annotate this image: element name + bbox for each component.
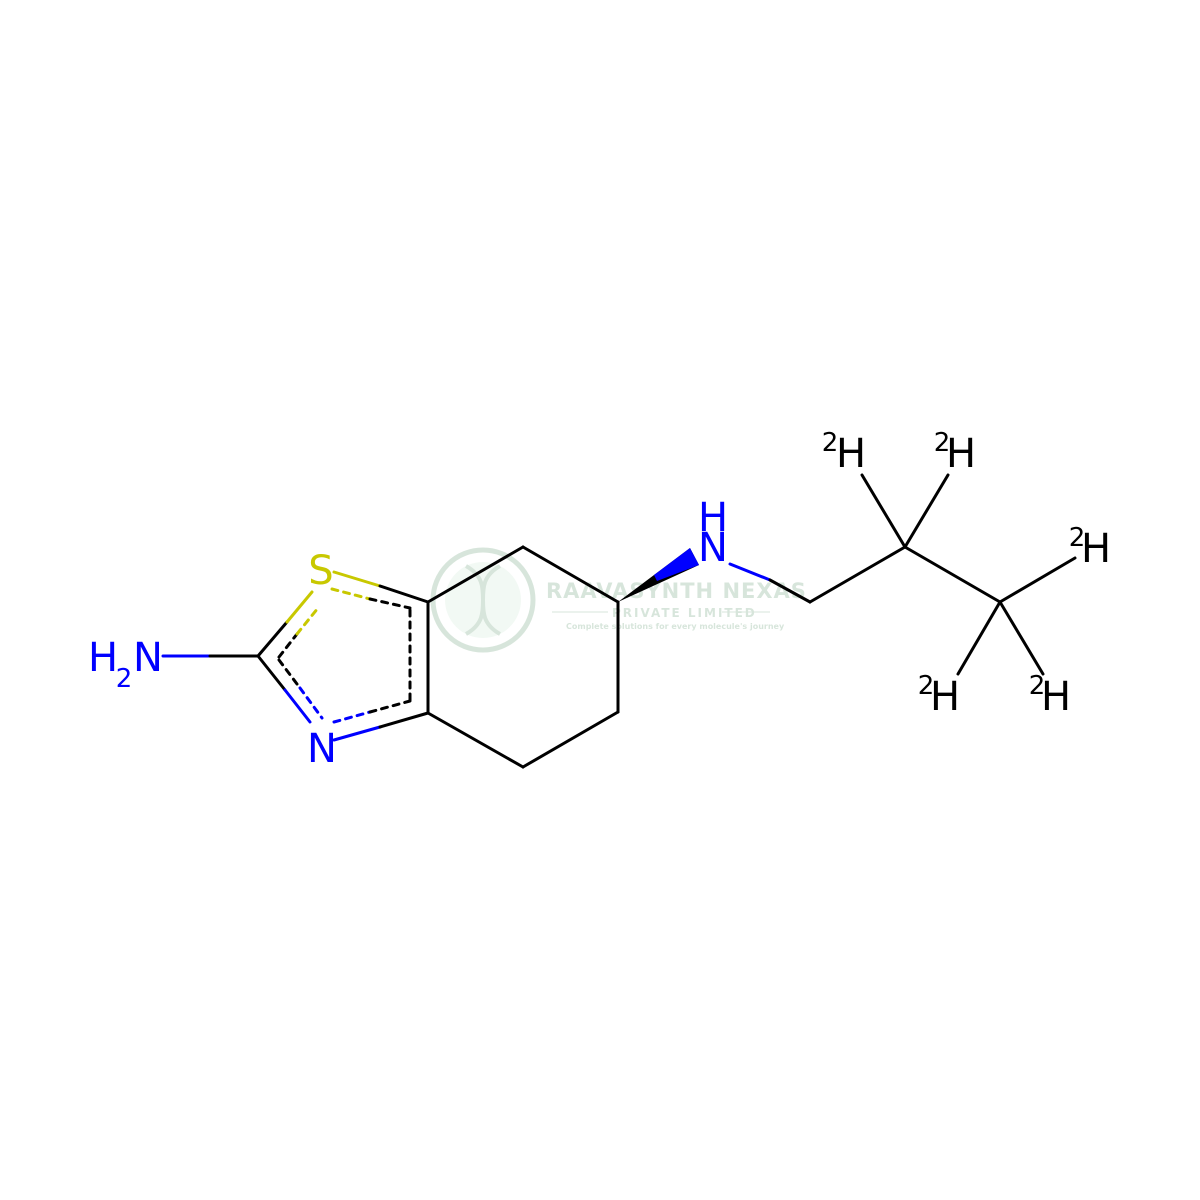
atom-sulfur: S: [308, 548, 333, 594]
deuterium-3-mass: 2: [1069, 523, 1086, 553]
bond-n-ch2-blue: [728, 562, 772, 582]
wedge-bond-c6-n-blue: [654, 548, 699, 581]
bond-cd3-d3: [998, 556, 1077, 604]
atom-nh2-h: H: [88, 635, 118, 681]
aromatic-s-c7a-dash-yellow: [330, 587, 372, 601]
deuterium-4: H: [930, 674, 960, 720]
bond-ch2-cd2: [808, 545, 907, 604]
bond-cd3-d4: [956, 600, 1002, 676]
bond-cd2-cd3: [903, 545, 1002, 604]
bond-c2-s: [256, 620, 289, 658]
deuterium-4-mass: 2: [918, 671, 935, 701]
aromatic-c2-n-dash: [277, 658, 302, 690]
bonds: [161, 473, 1077, 769]
bond-cd2-d2: [903, 473, 950, 549]
aromatic-n-c3a-dash: [368, 699, 412, 714]
bond-s-c7a-yellow: [332, 570, 382, 588]
bond-c2-n: [256, 654, 287, 692]
atom-nh2-subscript: 2: [116, 664, 133, 694]
atom-labels: S N H N H 2 N 2 H 2 H 2 H 2 H 2 H: [88, 428, 1111, 772]
deuterium-1: H: [836, 431, 866, 477]
bond-c4-c3a: [426, 711, 525, 769]
atom-ring-nitrogen: N: [307, 726, 337, 772]
aromatic-c2-s-dash-yellow: [295, 606, 320, 636]
bond-c7-c6: [521, 545, 620, 604]
bond-c2-s-yellow: [285, 590, 314, 624]
bond-cd3-d5: [998, 600, 1045, 676]
deuterium-5: H: [1041, 674, 1071, 720]
watermark-helix: [464, 564, 502, 636]
bond-c7a-c7: [426, 545, 525, 604]
bond-n-c3a-blue: [332, 725, 382, 742]
deuterium-3: H: [1081, 526, 1111, 572]
bond-cd2-d1: [860, 473, 907, 549]
atom-amine-h: H: [698, 495, 728, 541]
deuterium-2-mass: 2: [934, 428, 951, 458]
bond-n-c3a: [378, 711, 430, 729]
aromatic-c2-n-dash-blue: [298, 686, 324, 720]
watermark-tagline: Complete solutions for every molecule's …: [566, 622, 785, 631]
aromatic-n-c3a-dash-blue: [332, 710, 372, 724]
bond-s-c7a: [378, 584, 430, 604]
aromatic-s-c7a-dash: [368, 597, 412, 610]
aromatic-c2-s-dash: [277, 632, 299, 659]
bond-c2-n-blue: [283, 688, 312, 724]
deuterium-1-mass: 2: [822, 428, 839, 458]
watermark-title: RAAVASYNTH NEXAS: [546, 579, 807, 603]
deuterium-5-mass: 2: [1029, 671, 1046, 701]
deuterium-2: H: [946, 431, 976, 477]
atom-amine-n: N: [698, 525, 728, 571]
watermark-subtitle: PRIVATE LIMITED: [612, 606, 757, 620]
bond-n-ch2: [768, 578, 812, 604]
bond-c5-c4: [521, 710, 620, 769]
atom-nh2-n: N: [133, 635, 163, 681]
